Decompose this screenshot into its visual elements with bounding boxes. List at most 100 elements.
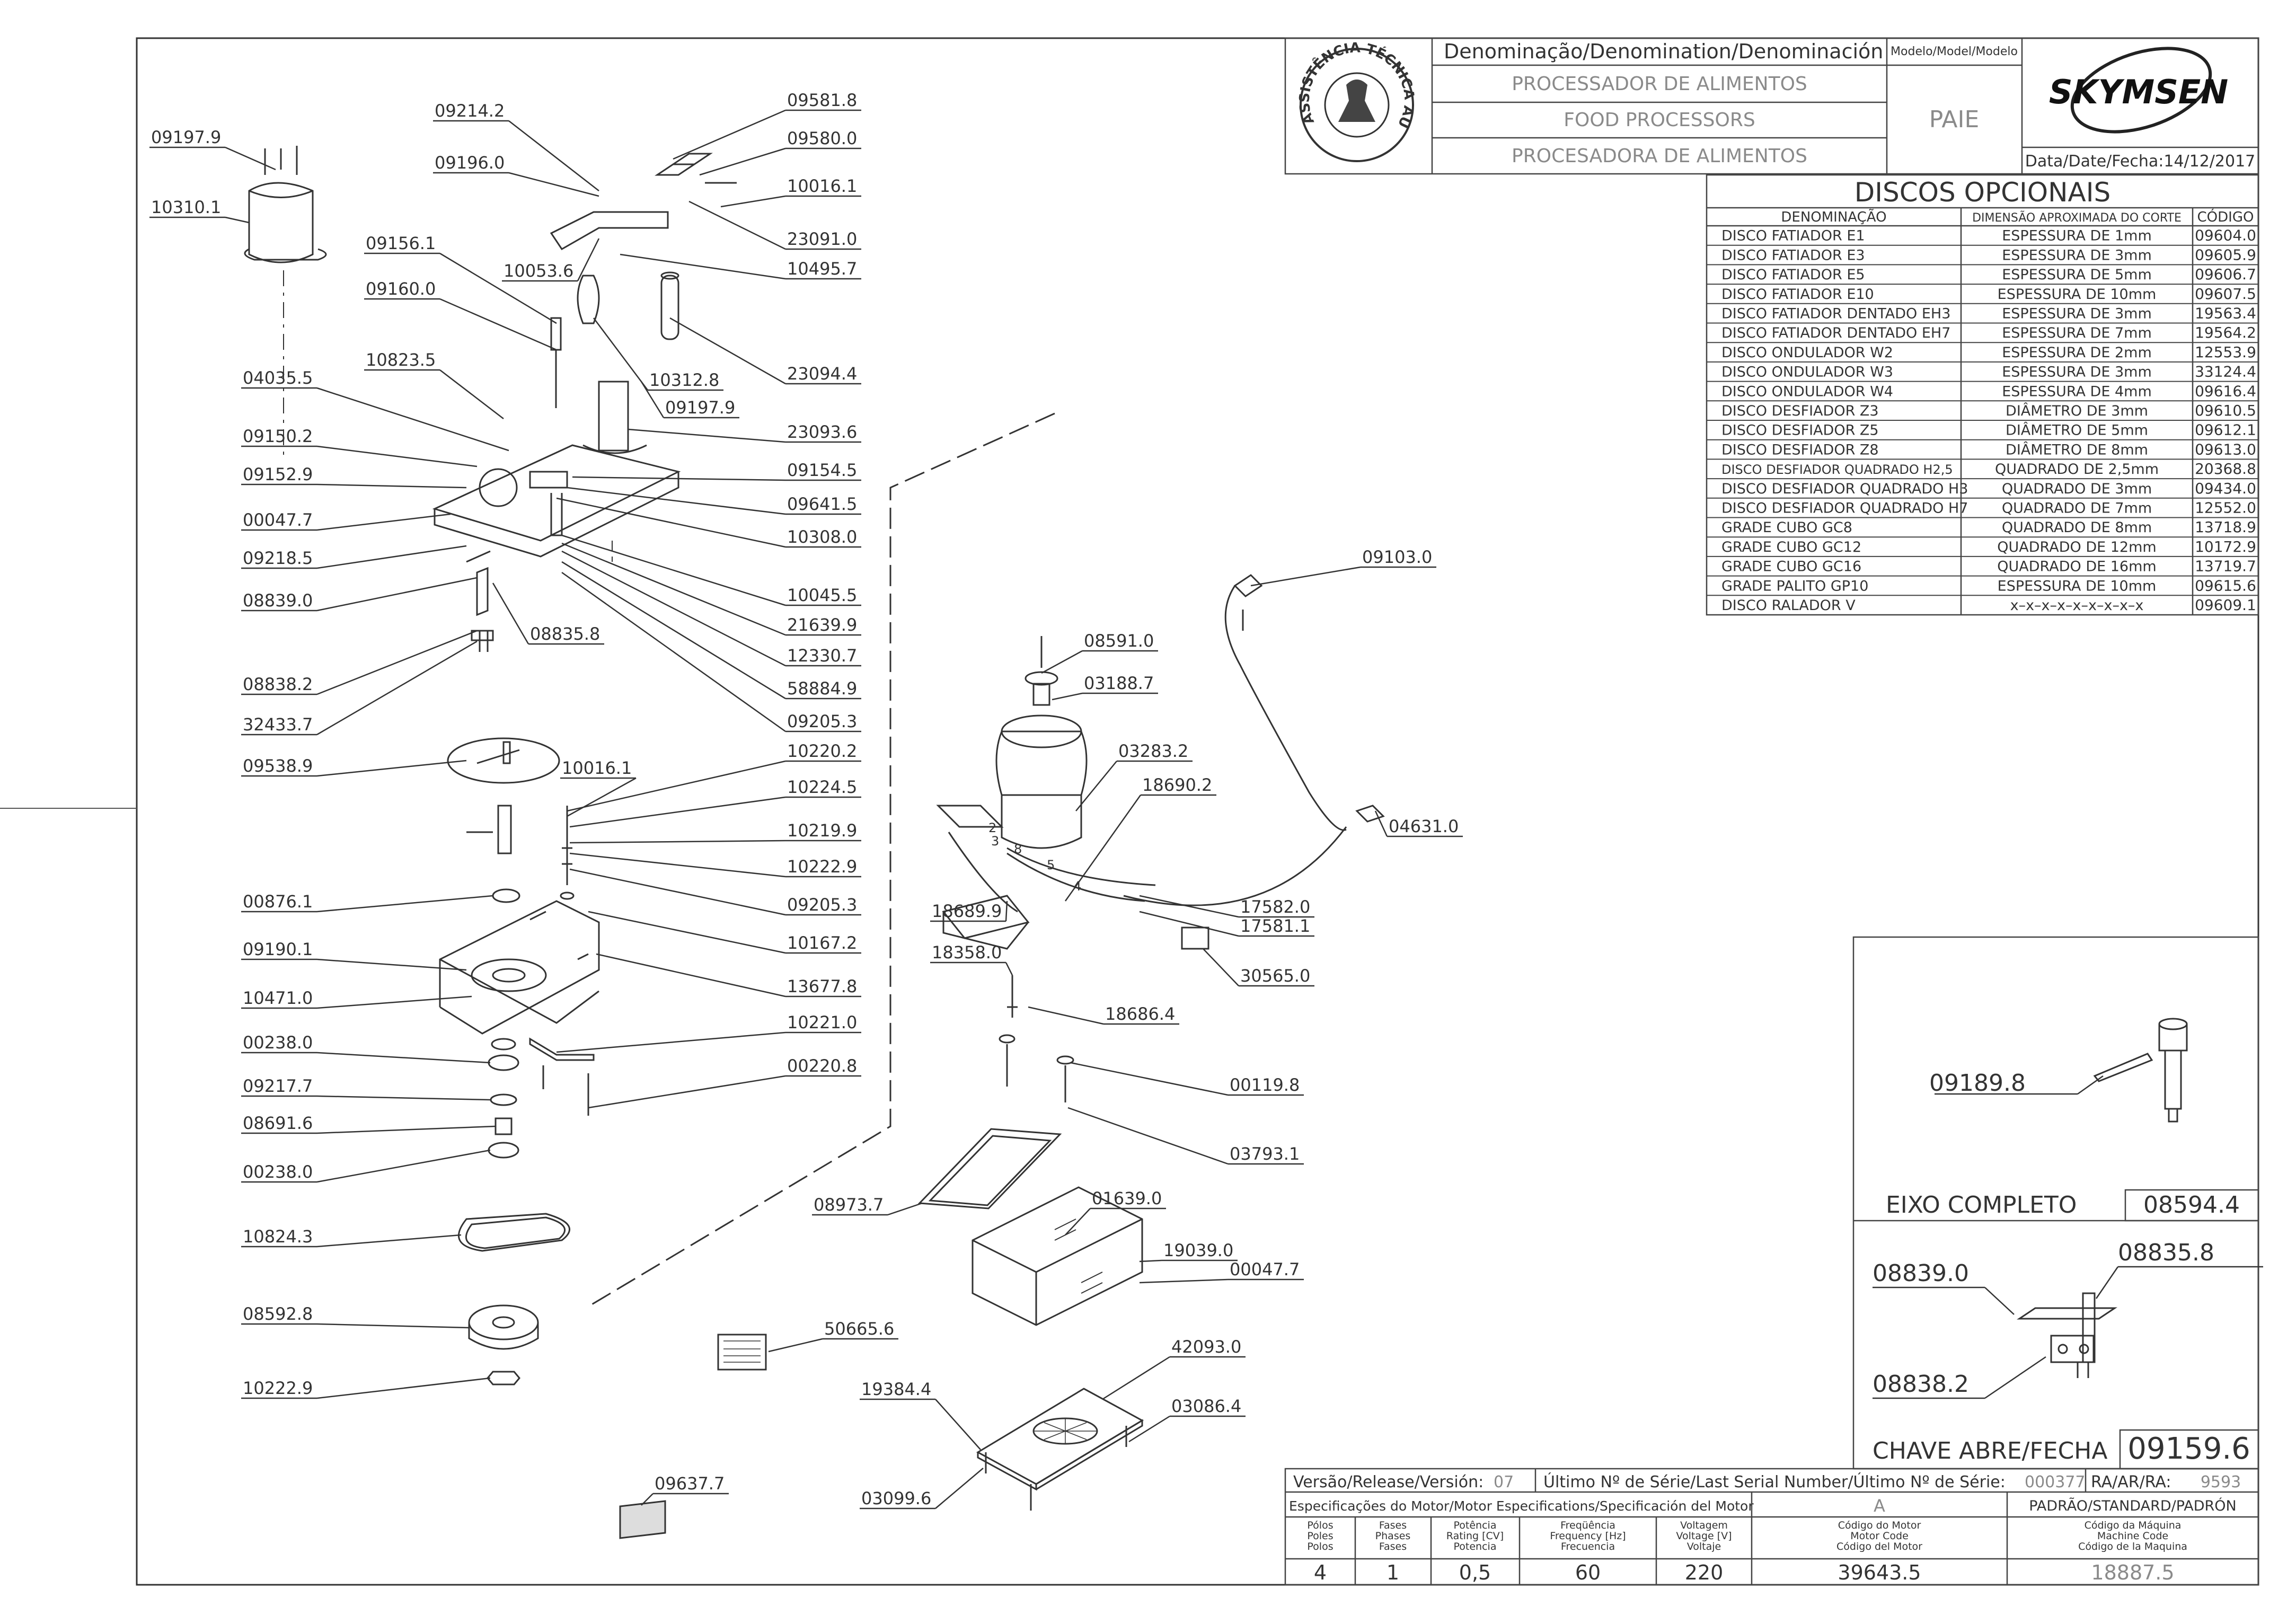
part-callout-18689.9: 18689.9 [932, 901, 1002, 921]
drawing-frame [136, 37, 2259, 1586]
disc-name: DISCO FATIADOR E5 [1721, 267, 1865, 283]
disc-code: 33124.4 [2195, 363, 2256, 381]
callout-leaders [149, 109, 1463, 1510]
part-callout-18690.2: 18690.2 [1142, 775, 1212, 795]
name-en: FOOD PROCESSORS [1564, 109, 1755, 131]
part-callout-23094.4: 23094.4 [787, 364, 857, 384]
part-callout-10221.0: 10221.0 [787, 1012, 857, 1032]
disc-name: DISCO FATIADOR E10 [1721, 286, 1874, 303]
disc-dimension: ESPESSURA DE 4mm [2002, 383, 2152, 400]
disc-code: 09615.6 [2195, 577, 2256, 594]
serial-value: 000377 [2025, 1473, 2086, 1491]
motor-spec-value: 0,5 [1459, 1561, 1491, 1584]
disc-code: 12553.9 [2195, 343, 2256, 361]
part-callout-19039.0: 19039.0 [1163, 1240, 1233, 1260]
svg-text:Frequency [Hz]: Frequency [Hz] [1550, 1530, 1626, 1542]
disc-dimension: ESPESSURA DE 10mm [1998, 578, 2157, 594]
part-callout-10823.5: 10823.5 [366, 350, 436, 370]
motor-spec-value: 220 [1685, 1561, 1724, 1584]
part-callout-10219.9: 10219.9 [787, 820, 857, 841]
version-label: Versão/Release/Versión: [1293, 1473, 1483, 1491]
disc-dimension: QUADRADO DE 16mm [1997, 559, 2156, 575]
disc-code: 09613.0 [2195, 440, 2256, 458]
part-callout-00238.0: 00238.0 [243, 1032, 313, 1053]
wire-number-4: 4 [1073, 879, 1081, 894]
disc-dimension: QUADRADO DE 3mm [2002, 481, 2152, 497]
switch-part-08839: 08839.0 [1873, 1260, 1969, 1287]
footer-grid [1284, 1468, 2259, 1586]
disc-name: DISCO FATIADOR E3 [1721, 247, 1865, 263]
part-callout-10471.0: 10471.0 [243, 988, 313, 1008]
svg-text:Frecuencia: Frecuencia [1561, 1541, 1615, 1552]
part-callout-00220.8: 00220.8 [787, 1056, 857, 1076]
axle-part-callout: 09189.8 [1929, 1070, 2026, 1097]
svg-text:Código da Máquina: Código da Máquina [2085, 1520, 2182, 1531]
complete-axle-drawing [2093, 1018, 2188, 1123]
disc-name: GRADE CUBO GC16 [1721, 559, 1861, 575]
part-callout-09156.1: 09156.1 [366, 233, 436, 253]
disc-code: 09434.0 [2195, 480, 2256, 497]
disc-dimension: ESPESSURA DE 3mm [2002, 247, 2152, 263]
part-callout-08691.6: 08691.6 [243, 1113, 313, 1133]
axle-code: 08594.4 [2143, 1191, 2240, 1219]
ra-label: RA/AR/RA: [2091, 1473, 2171, 1491]
part-callout-10310.1: 10310.1 [151, 197, 221, 217]
part-callout-09641.5: 09641.5 [787, 494, 857, 514]
name-es: PROCESADORA DE ALIMENTOS [1512, 145, 1807, 167]
switch-part-08835: 08835.8 [2118, 1239, 2214, 1266]
disc-name: DISCO FATIADOR DENTADO EH3 [1721, 306, 1950, 322]
part-callout-10224.5: 10224.5 [787, 777, 857, 797]
title-block [1284, 37, 2259, 175]
disc-dimension: ESPESSURA DE 3mm [2002, 306, 2152, 322]
part-callout-10222.9: 10222.9 [243, 1378, 313, 1398]
part-callout-10220.2: 10220.2 [787, 741, 857, 761]
open-close-switch-drawing [2017, 1292, 2117, 1378]
svg-text:Pólos: Pólos [1307, 1520, 1333, 1531]
part-callout-10045.5: 10045.5 [787, 585, 857, 605]
ra-value: 9593 [2201, 1473, 2241, 1491]
svg-text:Machine Code: Machine Code [2097, 1530, 2168, 1542]
part-callout-32433.7: 32433.7 [243, 714, 313, 735]
part-callout-12330.7: 12330.7 [787, 646, 857, 666]
motor-spec-value: 1 [1387, 1561, 1399, 1584]
part-callout-09196.0: 09196.0 [435, 153, 505, 173]
part-callout-09190.1: 09190.1 [243, 939, 313, 959]
disc-code: 13718.9 [2195, 518, 2256, 536]
disc-dimension: QUADRADO DE 2,5mm [1995, 461, 2159, 478]
disc-code: 09609.1 [2195, 596, 2256, 614]
part-callout-17581.1: 17581.1 [1240, 916, 1310, 936]
disc-name: DISCO DESFIADOR QUADRADO H7 [1721, 500, 1968, 517]
disc-dimension: DIÂMETRO DE 8mm [2006, 441, 2148, 458]
part-callout-18686.4: 18686.4 [1105, 1004, 1175, 1024]
disc-name: DISCO FATIADOR DENTADO EH7 [1721, 325, 1950, 341]
disc-name: DISCO DESFIADOR Z8 [1721, 442, 1879, 458]
disc-name: DISCO ONDULADOR W2 [1721, 345, 1893, 361]
disc-dimension: QUADRADO DE 7mm [2002, 500, 2152, 517]
part-callout-03099.6: 03099.6 [861, 1488, 931, 1508]
part-callout-18358.0: 18358.0 [932, 942, 1002, 963]
denomination-header: Denominação/Denomination/Denominación [1444, 40, 1883, 63]
part-callout-00047.7: 00047.7 [1230, 1259, 1300, 1279]
part-callout-09581.8: 09581.8 [787, 90, 857, 110]
part-callout-09538.9: 09538.9 [243, 756, 313, 776]
part-callout-04035.5: 04035.5 [243, 368, 313, 388]
disc-code: 09607.5 [2195, 285, 2256, 303]
part-callout-10016.1: 10016.1 [787, 176, 857, 196]
part-callout-09150.2: 09150.2 [243, 426, 313, 446]
part-callout-10824.3: 10824.3 [243, 1226, 313, 1247]
disc-dimension: QUADRADO DE 8mm [2002, 519, 2152, 536]
exploded-view [244, 146, 1385, 1539]
part-callout-09580.0: 09580.0 [787, 128, 857, 148]
part-callout-00238.0: 00238.0 [243, 1162, 313, 1182]
